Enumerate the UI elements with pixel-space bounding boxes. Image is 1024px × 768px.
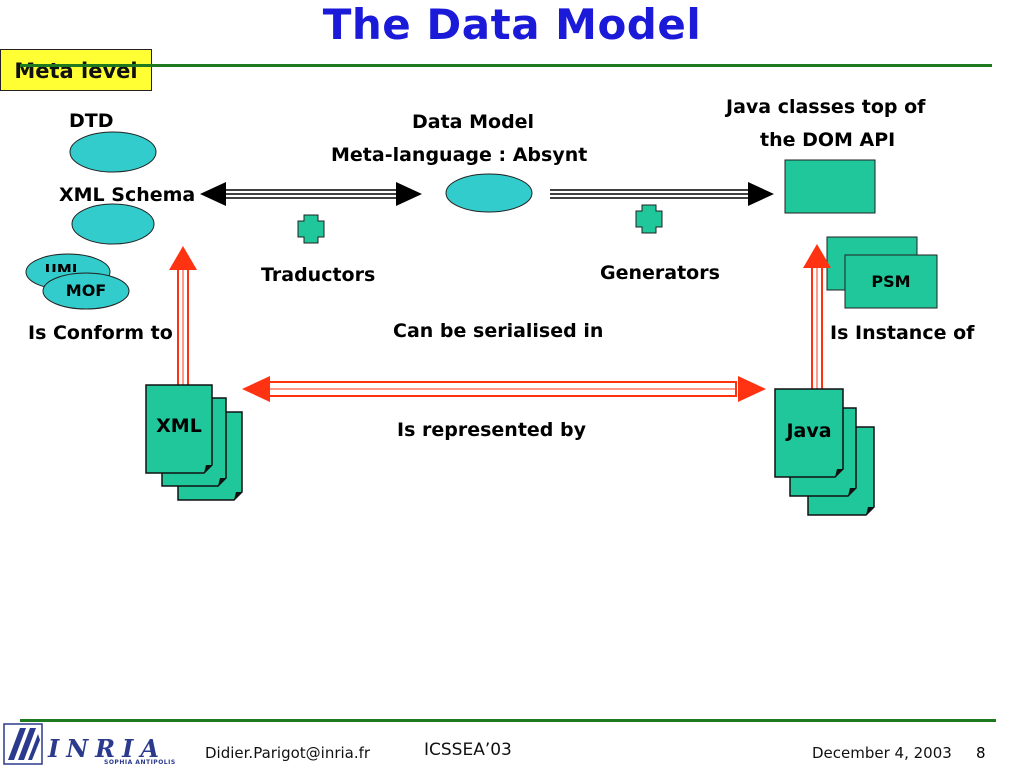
absynt-ellipse [445, 173, 533, 213]
data-model-label: Data Model [412, 111, 535, 133]
generators-shape [635, 204, 663, 234]
xml-doc-label: XML [156, 415, 202, 437]
psm-label: PSM [871, 272, 911, 291]
footer-date: December 4, 2003 [812, 744, 952, 762]
traductors-shape [297, 214, 325, 244]
page-number: 8 [976, 744, 986, 762]
footer-conference: ICSSEA’03 [424, 740, 512, 760]
conform-arrow [169, 246, 197, 389]
java-classes-box [784, 159, 876, 214]
uml-label: UML [44, 261, 82, 272]
meta-level-label: Meta level [0, 49, 152, 91]
instance-label: Is Instance of [830, 322, 975, 344]
java-doc-stack [774, 388, 875, 516]
serialised-label: Can be serialised in [393, 320, 604, 342]
generators-label: Generators [600, 262, 720, 284]
footer-email: Didier.Parigot@inria.fr [205, 744, 371, 762]
represented-arrow [242, 376, 766, 402]
dtd-ellipse [69, 131, 157, 173]
conform-label: Is Conform to [28, 322, 173, 344]
xml-schema-ellipse [71, 203, 155, 245]
instance-arrow [803, 244, 831, 391]
inria-logo-icon [3, 723, 43, 765]
mof-label: MOF [65, 281, 107, 300]
inria-logo-text: INRIA [48, 734, 166, 763]
footer-rule [20, 719, 996, 722]
traductors-label: Traductors [261, 264, 376, 286]
meta-arrow-left [200, 182, 422, 206]
xml-doc-stack [145, 384, 243, 501]
inria-logo-subtitle: SOPHIA ANTIPOLIS [104, 759, 176, 766]
slide-title: The Data Model [322, 0, 702, 49]
mof-ellipse [42, 272, 130, 310]
java-classes-label-2: the DOM API [760, 129, 896, 151]
meta-language-label: Meta-language : Absynt [331, 144, 588, 166]
meta-arrow-right [550, 182, 774, 206]
psm-box-front [844, 254, 938, 309]
dtd-label: DTD [69, 110, 114, 132]
java-classes-label-1: Java classes top of [726, 96, 926, 118]
represented-label: Is represented by [397, 419, 586, 441]
title-rule [20, 64, 992, 67]
java-doc-label: Java [786, 420, 832, 442]
xml-schema-label: XML Schema [59, 184, 196, 206]
